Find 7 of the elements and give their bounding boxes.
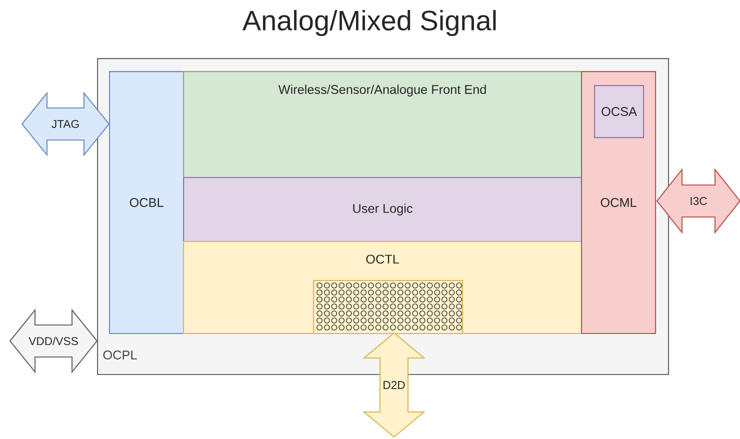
title: Analog/Mixed Signal xyxy=(242,10,496,36)
block-box: OCSA xyxy=(594,85,644,138)
bump-array-drawing xyxy=(313,280,464,334)
block-box: User Logic xyxy=(183,177,582,242)
block-box: Wireless/Sensor/Analogue Front End xyxy=(183,71,582,178)
node-label: D2D xyxy=(384,381,405,389)
block-box: OCBL xyxy=(109,71,184,334)
